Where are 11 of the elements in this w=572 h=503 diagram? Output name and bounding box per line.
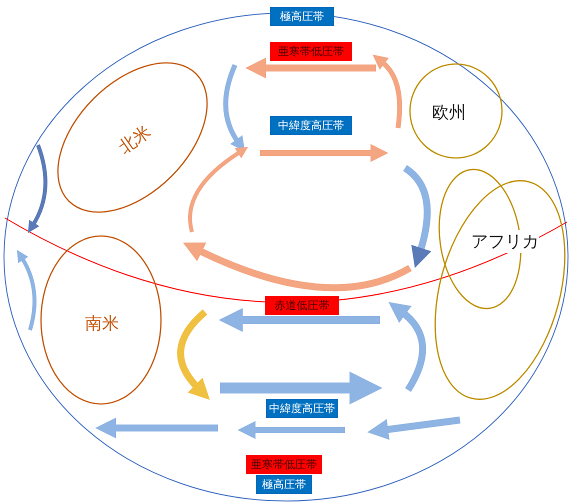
pressure-belt-label: 極高圧帯 xyxy=(270,7,334,26)
continent-outline xyxy=(40,235,162,405)
continent-label: アフリカ xyxy=(471,230,539,253)
pressure-belt-label: 中緯度高圧帯 xyxy=(270,116,352,135)
continent-outline xyxy=(410,64,502,158)
pressure-belt-label: 亜寒帯低圧帯 xyxy=(246,455,322,474)
pressure-belt-label: 亜寒帯低圧帯 xyxy=(270,42,352,61)
continent-outline xyxy=(432,180,568,400)
pressure-belt-label: 赤道低圧帯 xyxy=(265,296,339,315)
pressure-belt-label: 極高圧帯 xyxy=(256,475,312,494)
pressure-belt-label: 中緯度高圧帯 xyxy=(266,399,338,418)
